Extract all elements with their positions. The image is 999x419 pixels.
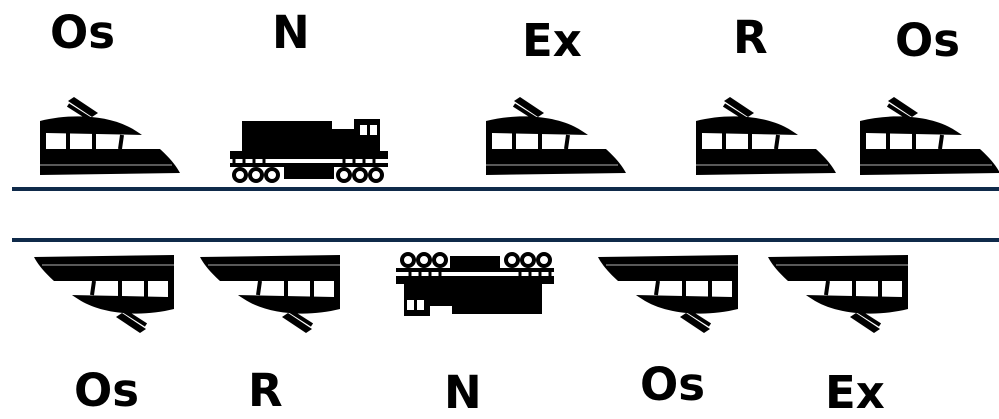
high-speed-train-icon (688, 95, 838, 180)
top-label-4: R (733, 11, 768, 64)
high-speed-train-icon (32, 250, 182, 335)
top-label-2: N (272, 6, 310, 59)
high-speed-train-icon (852, 95, 999, 180)
top-label-5: Os (895, 14, 961, 67)
high-speed-train-icon (478, 95, 628, 180)
top-label-1: Os (50, 6, 116, 59)
locomotive-icon (390, 250, 560, 320)
high-speed-train-icon (766, 250, 916, 335)
top-label-3: Ex (522, 14, 582, 67)
bottom-label-4: Os (640, 358, 706, 411)
locomotive-icon (224, 115, 394, 185)
high-speed-train-icon (596, 250, 746, 335)
bottom-label-5: Ex (825, 366, 885, 419)
upper-track-line (12, 187, 999, 191)
bottom-label-1: Os (74, 364, 140, 417)
high-speed-train-icon (32, 95, 182, 180)
bottom-label-2: R (248, 364, 283, 417)
high-speed-train-icon (198, 250, 348, 335)
lower-track-line (12, 238, 999, 242)
bottom-label-3: N (444, 366, 482, 419)
